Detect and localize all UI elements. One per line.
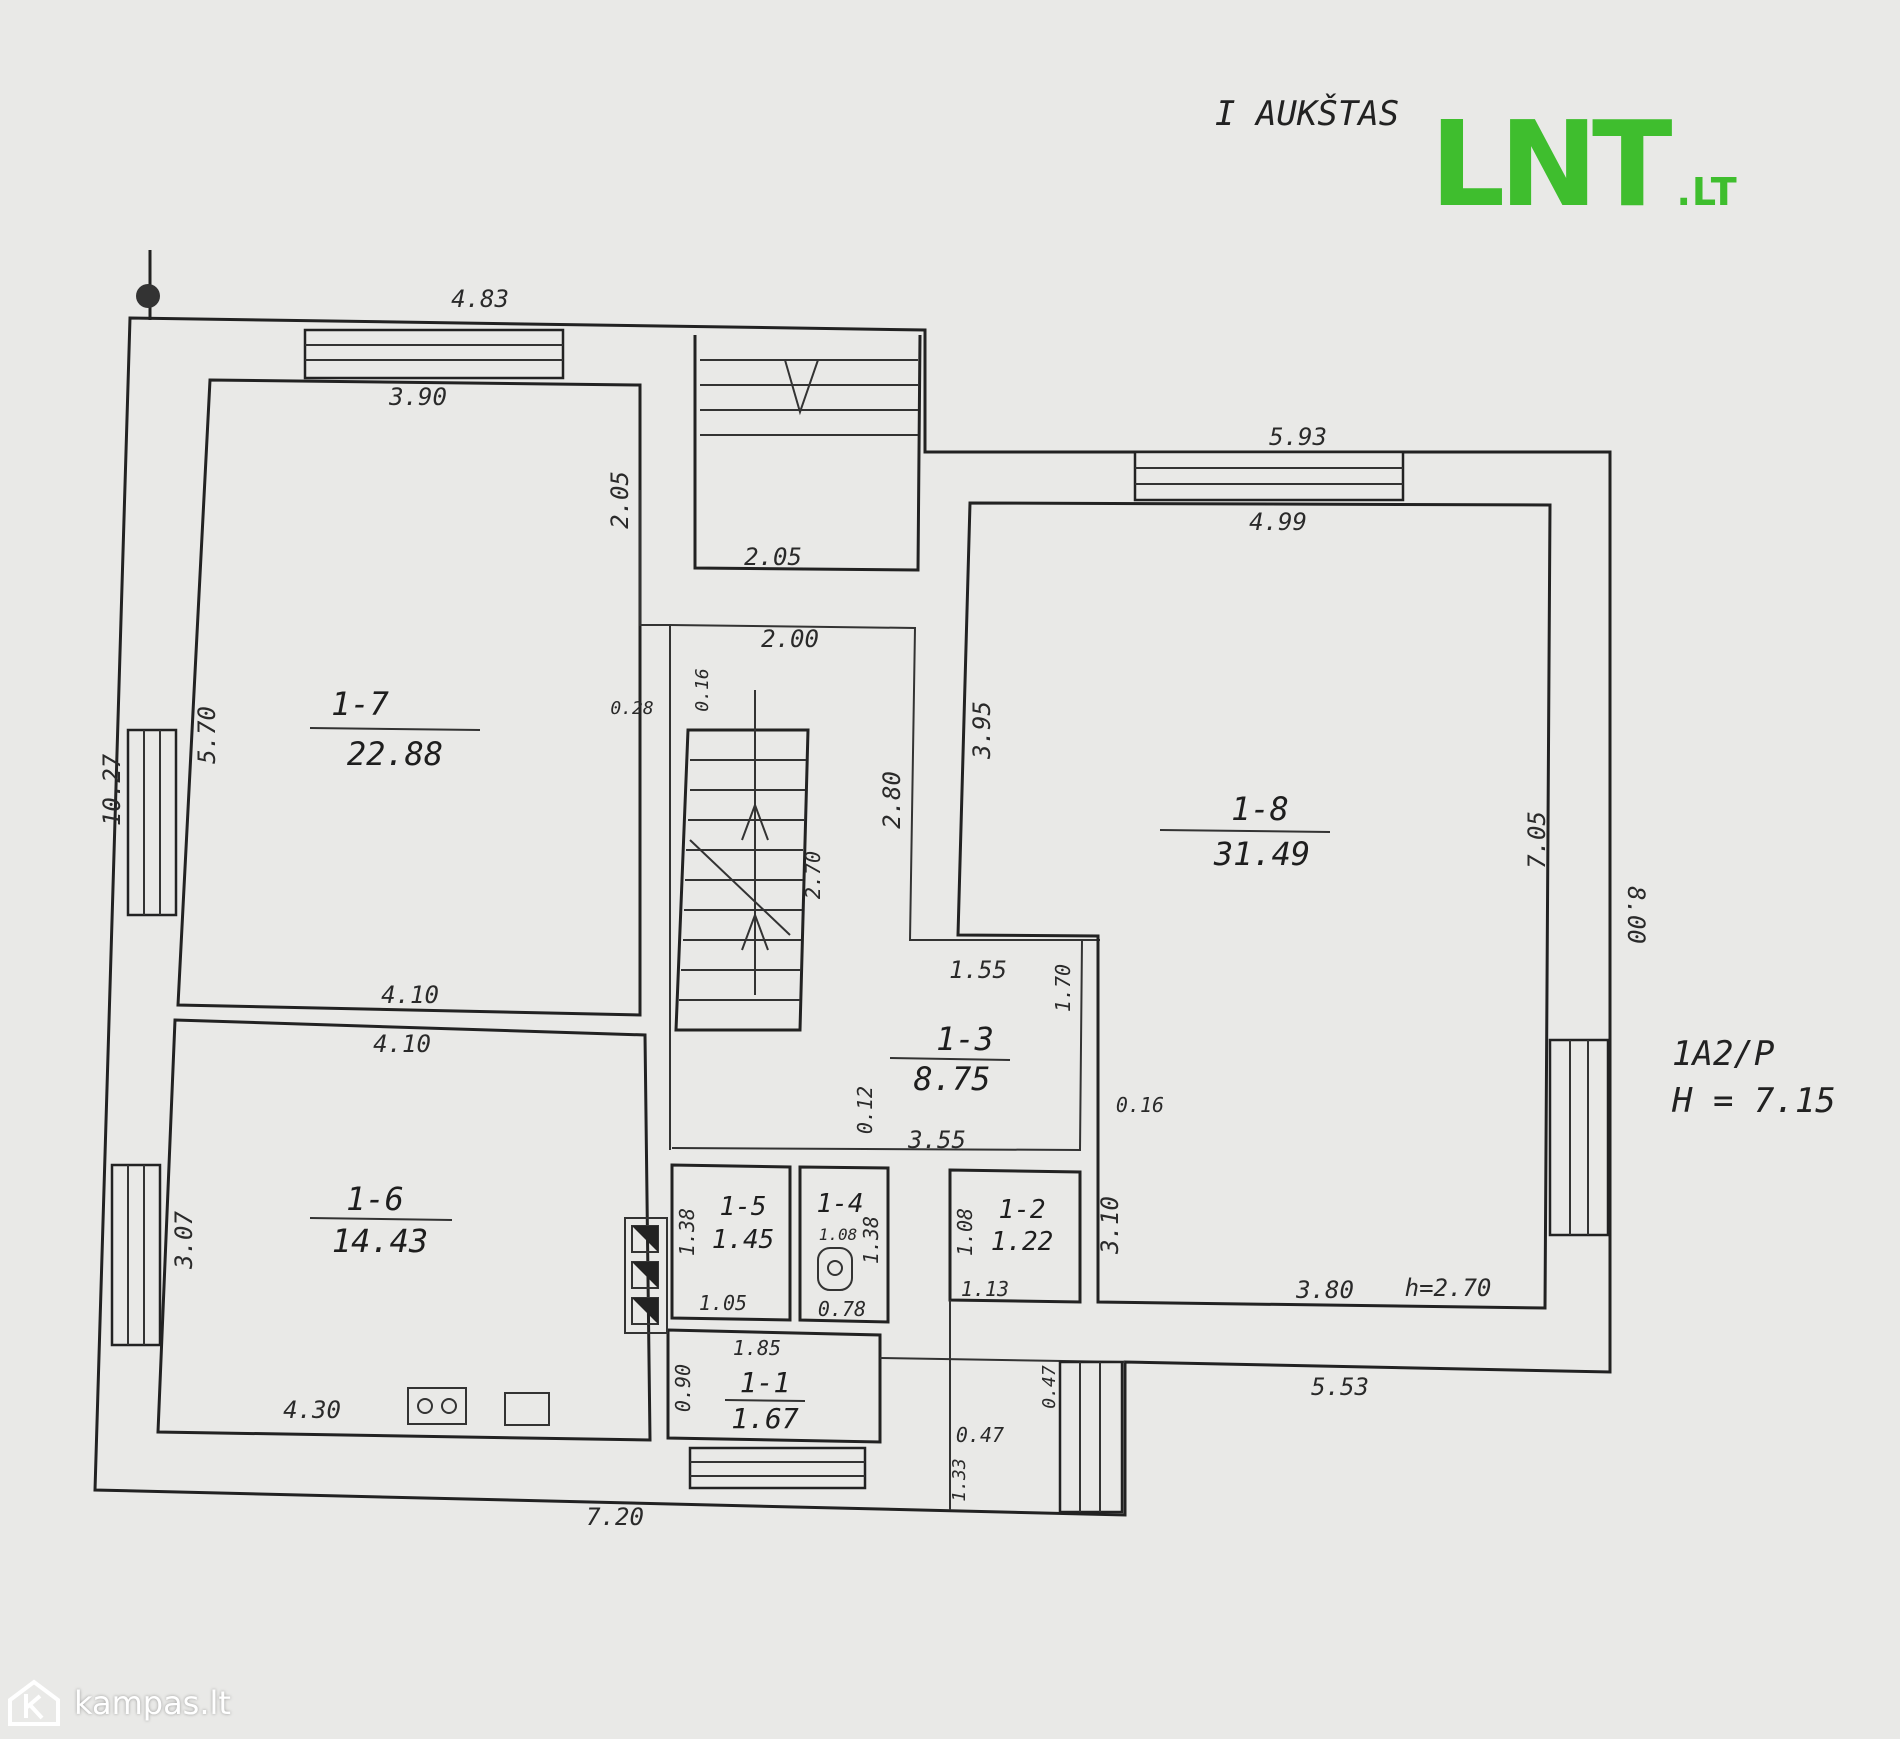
room-1-1-id: 1-1	[740, 1366, 791, 1399]
room-1-6-id: 1-6	[346, 1180, 404, 1218]
dim-label: 0.16	[692, 668, 713, 711]
dim-label: 5.70	[193, 706, 221, 764]
floor-label: I AUKŠTAS	[1215, 93, 1399, 134]
dim-label: 0.16	[1116, 1093, 1164, 1117]
dim-label: 7.20	[586, 1503, 644, 1531]
dim-label: 2.05	[744, 543, 802, 571]
dim-label: 3.55	[907, 1126, 966, 1154]
house-k-icon	[8, 1679, 60, 1726]
room-1-5-area: 1.45	[712, 1225, 775, 1255]
room-1-7-area: 22.88	[347, 735, 443, 773]
room-1-8-id: 1-8	[1231, 790, 1289, 828]
internal-staircase	[674, 690, 810, 1032]
dim-label: 3.95	[968, 701, 996, 760]
dim-label: 0.90	[671, 1364, 695, 1412]
building-note-line1: 1A2/P	[1672, 1034, 1774, 1074]
dim-label: 3.80	[1295, 1276, 1354, 1304]
fixtures	[136, 284, 853, 1426]
dim-label: 0.28	[610, 698, 653, 719]
dim-label: 1.13	[961, 1277, 1009, 1301]
exterior-walls	[93, 250, 1612, 1517]
dim-label: 4.83	[451, 285, 509, 313]
kampas-watermark: kampas.lt	[6, 1678, 231, 1728]
dim-label: 0.12	[853, 1086, 877, 1134]
room-1-2-area: 1.22	[991, 1227, 1054, 1257]
dim-label: 4.10	[381, 981, 439, 1009]
dim-label: 4.30	[283, 1396, 341, 1424]
dim-label: h=2.70	[1405, 1274, 1492, 1302]
dim-label: 1.85	[733, 1336, 781, 1360]
room-1-5-id: 1-5	[720, 1192, 767, 1222]
dim-label: 4.10	[373, 1030, 431, 1058]
room-1-8-area: 31.49	[1213, 835, 1310, 873]
dim-label: 1.38	[859, 1216, 883, 1264]
dim-label: 1.08	[953, 1208, 977, 1256]
dim-label: 1.08	[819, 1225, 858, 1244]
dim-label: 10.27	[98, 753, 126, 826]
dim-label: 0.47	[956, 1423, 1004, 1447]
dim-label: 0.78	[818, 1297, 866, 1321]
room-1-3-id: 1-3	[936, 1020, 994, 1058]
room-1-7-id: 1-7	[331, 685, 389, 723]
dim-label: 1.33	[949, 1458, 970, 1501]
windows	[110, 328, 1610, 1514]
dimension-labels: 4.83 3.90 2.05 2.05 2.00 5.93 4.99 3.95 …	[98, 285, 1650, 1531]
dim-label: 3.07	[170, 1211, 198, 1270]
lnt-watermark: LNT.LT	[1430, 95, 1738, 233]
room-1-4-id: 1-4	[817, 1189, 864, 1219]
dim-label: 1.55	[949, 956, 1007, 984]
building-note-line2: H = 7.15	[1671, 1081, 1836, 1121]
dim-label: 1.38	[675, 1208, 699, 1256]
dim-label: 2.05	[606, 471, 634, 529]
dim-label: 8.00	[1622, 886, 1650, 944]
room-labels: 1-7 22.88 1-8 31.49 1-3 8.75 1-6 14.43 1…	[309, 685, 1331, 1435]
dim-label: 2.70	[801, 851, 825, 899]
room-walls	[156, 334, 1552, 1510]
lnt-watermark-suffix: .LT	[1676, 170, 1738, 214]
dim-label: 5.93	[1269, 423, 1327, 451]
dim-label: 2.80	[878, 771, 906, 829]
room-1-1-area: 1.67	[731, 1402, 799, 1435]
kampas-watermark-text: kampas.lt	[74, 1684, 231, 1722]
lnt-watermark-text: LNT	[1430, 95, 1672, 233]
dim-label: 4.99	[1249, 508, 1307, 536]
dim-label: 5.53	[1311, 1373, 1369, 1401]
dim-label: 2.00	[761, 625, 819, 653]
dim-label: 1.05	[699, 1291, 747, 1315]
dim-label: 0.47	[1039, 1365, 1060, 1409]
room-1-2-id: 1-2	[999, 1195, 1046, 1225]
dim-label: 3.10	[1096, 1196, 1124, 1255]
room-1-3-area: 8.75	[913, 1060, 990, 1098]
dim-label: 1.70	[1051, 964, 1075, 1012]
dim-label: 7.05	[1523, 811, 1551, 869]
dim-label: 3.90	[388, 383, 447, 411]
entry-stairs	[700, 359, 918, 436]
room-1-6-area: 14.43	[332, 1222, 428, 1260]
